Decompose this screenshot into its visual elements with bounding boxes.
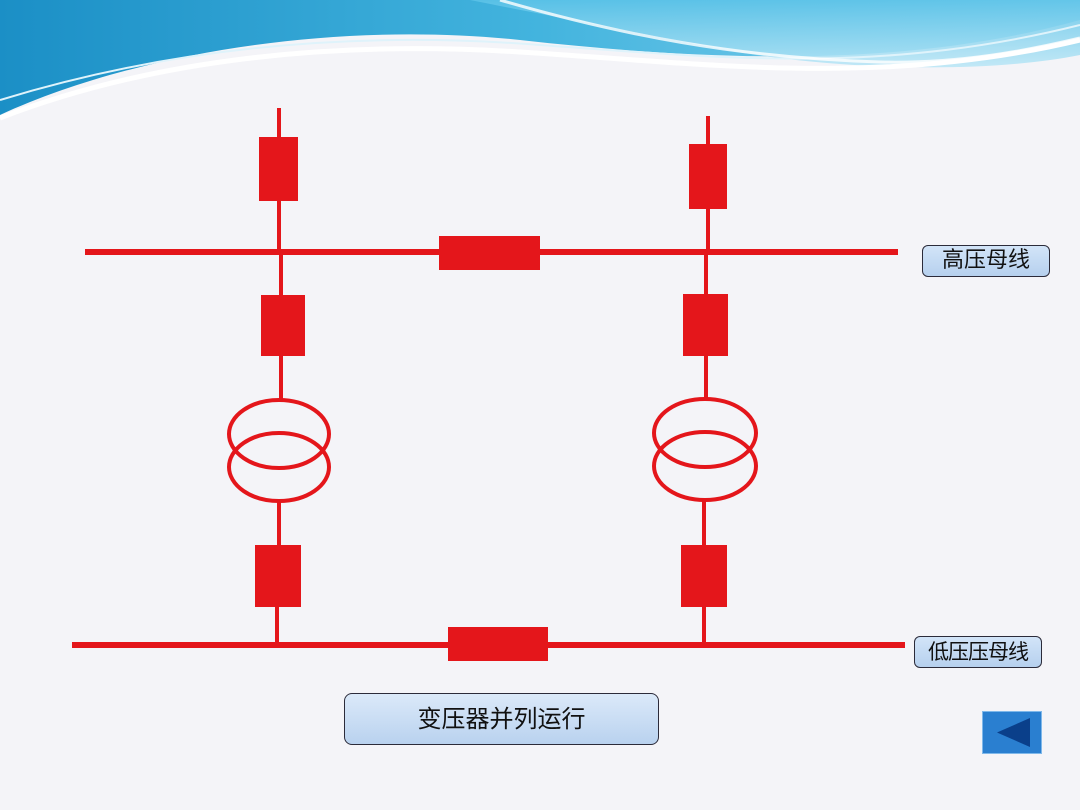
left-hv-breaker [261,295,305,356]
right-incoming-breaker [689,144,727,209]
left-transformer-symbol [227,398,331,503]
parallel-transformer-circuit [72,108,905,661]
low-voltage-bus-label: 低压压母线 [914,636,1042,668]
high-voltage-bus-label: 高压母线 [922,245,1050,277]
right-transformer-symbol [652,397,758,502]
left-lv-breaker [255,545,301,607]
diagram-caption: 变压器并列运行 [344,693,659,745]
high-voltage-bus-tie-breaker [439,236,540,270]
header-wave-decoration [0,0,1080,121]
low-voltage-bus-tie-breaker [448,627,548,661]
right-hv-breaker [683,294,728,356]
right-lv-breaker [681,545,727,607]
triangle-left-icon [997,718,1030,747]
left-incoming-breaker [259,137,298,201]
back-button[interactable] [982,711,1042,754]
